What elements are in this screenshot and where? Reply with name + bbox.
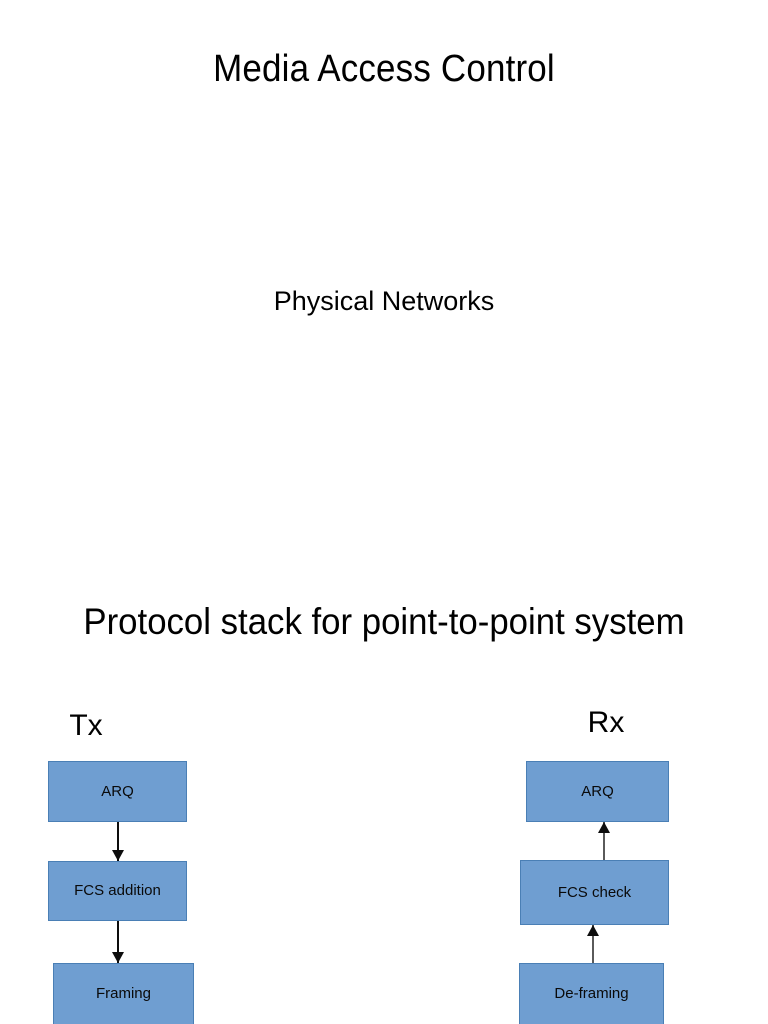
arrow-shaft	[117, 822, 119, 861]
arrow-head-down-icon	[112, 952, 124, 963]
arrow-shaft	[117, 921, 119, 963]
node-rx-fcs-check: FCS check	[520, 860, 669, 925]
node-rx-de-framing: De-framing	[519, 963, 664, 1024]
arrow-head-up-icon	[587, 925, 599, 936]
node-rx-arq: ARQ	[526, 761, 669, 822]
section-heading: Protocol stack for point-to-point system	[83, 601, 685, 642]
arrow-shaft	[603, 822, 605, 860]
arrow-head-down-icon	[112, 850, 124, 861]
node-tx-framing: Framing	[53, 963, 194, 1024]
node-tx-arq: ARQ	[48, 761, 187, 822]
arrow-head-up-icon	[598, 822, 610, 833]
page-title: Media Access Control	[213, 48, 555, 90]
arrow-shaft	[592, 925, 594, 963]
arrow-down-tx-fcs-to-framing	[111, 921, 125, 963]
column-label-tx: Tx	[69, 709, 103, 742]
subtitle: Physical Networks	[273, 286, 495, 316]
arrow-up-rx-fcs-to-arq	[597, 822, 611, 860]
arrow-up-rx-deframing-to-fcs	[586, 925, 600, 963]
node-tx-fcs-addition: FCS addition	[48, 861, 187, 921]
column-label-rx: Rx	[587, 706, 625, 739]
arrow-down-tx-arq-to-fcs	[111, 822, 125, 861]
